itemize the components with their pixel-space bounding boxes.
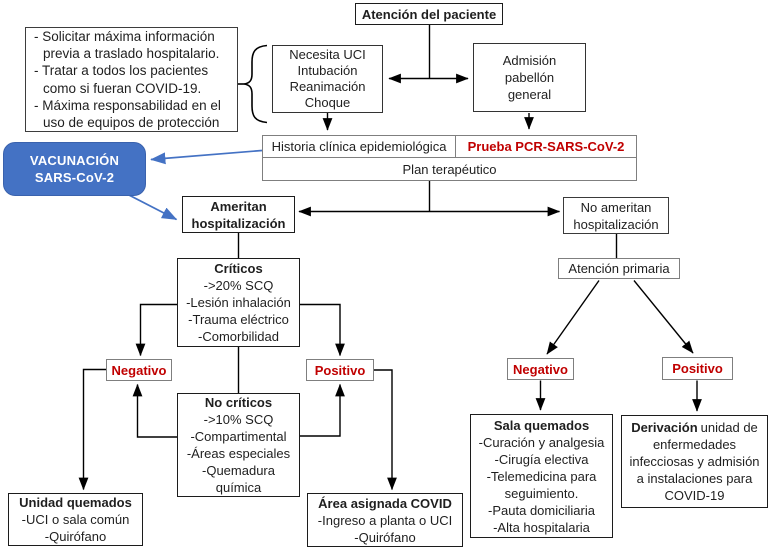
node-general-admission: Admisión pabellón general — [473, 43, 586, 112]
node-line: Admisión — [502, 53, 557, 68]
node-label: Atención primaria — [568, 261, 670, 276]
node-line: -Comorbilidad — [198, 329, 279, 344]
note-line: previa a traslado hospitalario. — [43, 46, 220, 62]
node-line: seguimiento. — [504, 485, 579, 501]
node-line: -Lesión inhalación — [186, 295, 291, 310]
node-line: SARS-CoV-2 — [34, 170, 115, 185]
node-burns-unit: Unidad quemados -UCI o sala común -Quiró… — [8, 493, 143, 546]
node-line: Ameritan — [210, 198, 267, 214]
node-line: -Telemedicina para — [486, 468, 597, 484]
note-line: - Solicitar máxima información — [34, 28, 215, 44]
node-title: Derivación — [631, 420, 698, 435]
node-needs-hospitalization: Ameritan hospitalización — [182, 196, 295, 233]
node-title: Unidad quemados — [19, 495, 132, 510]
node-line: -Curación y analgesia — [478, 434, 605, 450]
node-line: hospitalización — [573, 216, 659, 232]
node-line: Choque — [304, 95, 351, 110]
node-line: -Quemadura — [202, 463, 275, 478]
note-line: como si fueran COVID-19. — [43, 80, 202, 96]
node-line: -Alta hospitalaria — [493, 519, 590, 535]
node-burns-ward: Sala quemados -Curación y analgesia -Cir… — [470, 414, 613, 538]
node-label: Atención del paciente — [361, 6, 497, 22]
node-line: -Cirugía electiva — [494, 451, 589, 467]
node-line: hospitalización — [191, 215, 286, 231]
node-line: No ameritan — [580, 199, 652, 215]
node-line: -Áreas especiales — [186, 446, 291, 461]
node-line: ->10% SCQ — [203, 412, 274, 427]
node-line: Necesita UCI — [289, 47, 366, 62]
node-label: Prueba PCR-SARS-CoV-2 — [467, 139, 625, 154]
node-pcr-test: Prueba PCR-SARS-CoV-2 — [455, 135, 637, 158]
node-result-positive-primary: Positivo — [662, 357, 733, 380]
node-icu-need: Necesita UCI Intubación Reanimación Choq… — [272, 45, 383, 113]
node-label: Plan terapéutico — [402, 161, 497, 177]
node-line: -Quirófano — [44, 529, 107, 544]
node-title: Sala quemados — [493, 417, 590, 433]
node-line: VACUNACIÓN — [29, 153, 120, 168]
status-badge: Negativo — [513, 361, 568, 377]
node-line: pabellón — [504, 70, 555, 85]
node-line: a instalaciones para — [636, 471, 753, 486]
node-critical: Críticos ->20% SCQ -Lesión inhalación -T… — [177, 258, 300, 347]
status-badge: Positivo — [314, 362, 366, 378]
node-line: unidad de — [700, 420, 758, 435]
node-result-positive-inpatient: Positivo — [306, 359, 374, 381]
node-line: enfermedades — [652, 437, 737, 452]
node-line: -Quirófano — [354, 529, 416, 545]
node-patient-care: Atención del paciente — [355, 3, 503, 25]
node-primary-care: Atención primaria — [558, 258, 680, 279]
node-line: -Ingreso a planta o UCI — [317, 512, 453, 528]
node-line: Intubación — [297, 63, 358, 78]
node-line: -Compartimental — [190, 429, 287, 444]
node-vaccination: VACUNACIÓN SARS-CoV-2 — [3, 142, 146, 196]
node-title: No críticos — [204, 395, 273, 410]
node-line: química — [215, 480, 262, 495]
node-line: infecciosas y admisión — [629, 454, 760, 469]
note-line: uso de equipos de protección — [43, 114, 220, 130]
node-line: COVID-19 — [664, 488, 725, 503]
node-label: Historia clínica epidemiológica — [271, 139, 447, 154]
node-non-critical: No críticos ->10% SCQ -Compartimental -Á… — [177, 393, 300, 497]
node-result-negative-inpatient: Negativo — [106, 359, 172, 381]
node-line: Reanimación — [289, 79, 366, 94]
node-result-negative-primary: Negativo — [507, 358, 574, 380]
status-badge: Negativo — [111, 362, 167, 378]
node-line: general — [507, 87, 552, 102]
note-line: - Tratar a todos los pacientes — [34, 63, 209, 79]
node-covid-area: Área asignada COVID -Ingreso a planta o … — [307, 493, 463, 547]
status-badge: Positivo — [672, 361, 723, 376]
note-line: - Máxima responsabilidad en el — [34, 97, 221, 113]
node-line: -UCI o sala común — [21, 512, 130, 527]
node-precautions-note: - Solicitar máxima información previa a … — [25, 27, 238, 132]
node-therapeutic-plan: Plan terapéutico — [262, 157, 637, 181]
node-clinical-history: Historia clínica epidemiológica — [262, 135, 456, 158]
node-title: Área asignada COVID — [318, 495, 452, 511]
node-title: Críticos — [214, 261, 263, 276]
node-line: -Trauma eléctrico — [188, 312, 289, 327]
node-no-hospitalization: No ameritan hospitalización — [563, 197, 669, 234]
node-line: ->20% SCQ — [203, 278, 274, 293]
node-line: -Pauta domiciliaria — [488, 502, 595, 518]
